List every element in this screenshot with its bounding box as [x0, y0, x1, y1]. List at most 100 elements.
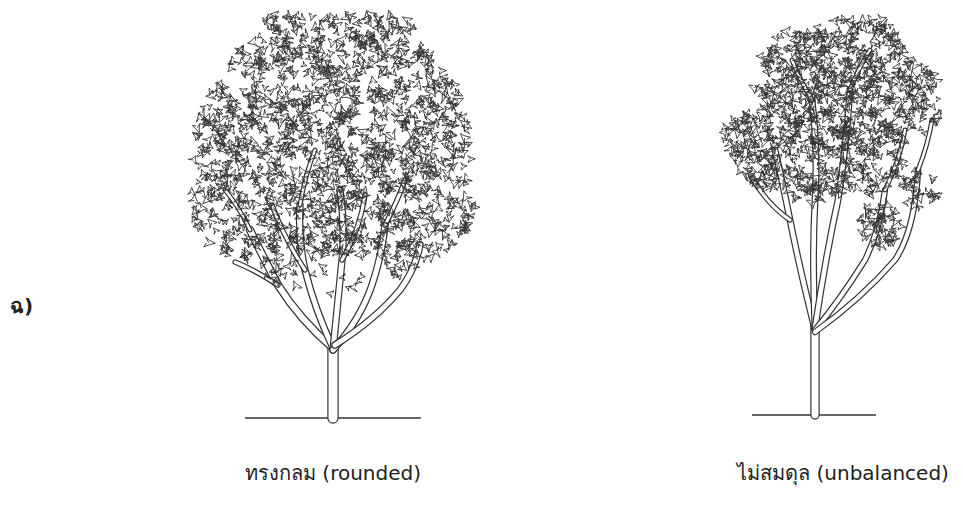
leaf-cluster: [203, 162, 212, 172]
leaf-cluster: [280, 113, 289, 121]
leaf-cluster: [200, 106, 206, 111]
leaf-cluster: [396, 37, 407, 46]
leaf-cluster: [262, 208, 270, 215]
leaf-cluster: [385, 220, 397, 230]
leaf-cluster: [271, 117, 276, 123]
leaf-cluster: [423, 111, 430, 119]
leaf-cluster: [259, 60, 268, 70]
leaf-cluster: [469, 213, 475, 218]
leaf-cluster: [303, 68, 309, 74]
leaf-cluster: [426, 70, 431, 77]
leaf-cluster: [315, 54, 323, 62]
leaf-cluster: [247, 95, 256, 103]
leaf-cluster: [410, 217, 419, 226]
leaf-cluster: [371, 123, 379, 131]
leaf-cluster: [454, 89, 463, 96]
branch-fill: [815, 170, 918, 332]
leaf-cluster: [271, 43, 281, 52]
leaf-cluster: [192, 211, 198, 219]
leaf-cluster: [377, 232, 384, 241]
leaf-cluster: [463, 180, 469, 186]
leaf-cluster: [312, 197, 318, 203]
leaf-cluster: [275, 252, 284, 260]
leaf-cluster: [228, 204, 233, 209]
leaf-cluster: [360, 42, 367, 50]
branch-outline: [335, 245, 420, 345]
leaf-cluster: [422, 242, 433, 252]
leaf-cluster: [257, 152, 265, 160]
branch-fill: [815, 190, 885, 330]
leaf-cluster: [220, 91, 230, 99]
leaf-cluster: [316, 150, 322, 155]
leaf-cluster: [406, 106, 412, 112]
leaf-cluster: [209, 88, 215, 95]
leaf-cluster: [460, 134, 470, 145]
leaf-cluster: [424, 154, 430, 160]
leaf-cluster: [335, 143, 345, 151]
leaf-cluster: [378, 125, 386, 132]
leaf-cluster: [329, 102, 339, 111]
leaf-cluster: [252, 211, 262, 221]
leaf-cluster: [355, 70, 363, 76]
branch-outline: [815, 190, 885, 330]
leaf-cluster: [379, 204, 389, 215]
leaf-cluster: [317, 191, 324, 197]
leaf-cluster: [299, 119, 310, 128]
branch-outline: [235, 262, 278, 285]
leaf-cluster: [248, 36, 259, 46]
leaf-cluster: [418, 143, 424, 149]
leaf-cluster: [359, 242, 366, 248]
leaf-cluster: [216, 144, 223, 151]
leaf-cluster: [341, 111, 348, 118]
leaf-cluster: [266, 193, 272, 201]
leaf-cluster: [406, 136, 416, 146]
leaf-cluster: [442, 119, 451, 126]
leaf-cluster: [212, 134, 220, 142]
leaf-cluster: [280, 45, 289, 53]
leaf-cluster: [405, 119, 409, 125]
leaf-cluster: [435, 76, 443, 82]
leaf-cluster: [238, 222, 246, 231]
leaf-cluster: [874, 203, 882, 210]
leaf-cluster: [462, 220, 472, 230]
leaf-cluster: [287, 242, 292, 249]
leaf-cluster: [888, 226, 896, 234]
leaf-cluster: [442, 168, 451, 179]
leaf-cluster: [261, 94, 270, 101]
leaf-cluster: [270, 36, 277, 42]
leaf-cluster: [367, 96, 373, 103]
branch-outline: [815, 170, 918, 332]
leaf-cluster: [803, 124, 811, 131]
leaf-cluster: [363, 191, 371, 198]
leaf-cluster: [420, 152, 429, 162]
leaf-cluster: [224, 236, 234, 246]
leaf-cluster: [241, 72, 247, 77]
leaf-cluster: [803, 51, 808, 57]
leaf-cluster: [284, 187, 292, 197]
leaf-cluster: [416, 241, 422, 246]
leaf-cluster: [277, 89, 283, 93]
leaf-cluster: [364, 176, 371, 184]
branch-fill: [329, 345, 338, 418]
leaf-cluster: [303, 204, 310, 212]
leaf-cluster: [290, 21, 296, 27]
leaf-cluster: [387, 186, 396, 195]
leaf-cluster: [417, 46, 425, 53]
leaf-cluster: [267, 89, 274, 96]
leaf-cluster: [251, 81, 257, 89]
leaf-cluster: [389, 69, 397, 77]
leaf-cluster: [322, 270, 327, 275]
leaf-cluster: [465, 223, 471, 229]
leaf-cluster: [815, 158, 824, 166]
leaf-cluster: [326, 291, 334, 298]
leaf-cluster: [372, 143, 379, 149]
leaf-cluster: [345, 12, 356, 21]
leaf-cluster: [394, 21, 403, 28]
leaf-cluster: [423, 166, 433, 174]
leaf-cluster: [395, 87, 401, 93]
leaf-cluster: [404, 28, 411, 35]
leaf-cluster: [401, 96, 409, 105]
leaf-cluster: [284, 191, 291, 200]
leaf-cluster: [446, 211, 452, 216]
leaf-cluster: [468, 201, 476, 210]
